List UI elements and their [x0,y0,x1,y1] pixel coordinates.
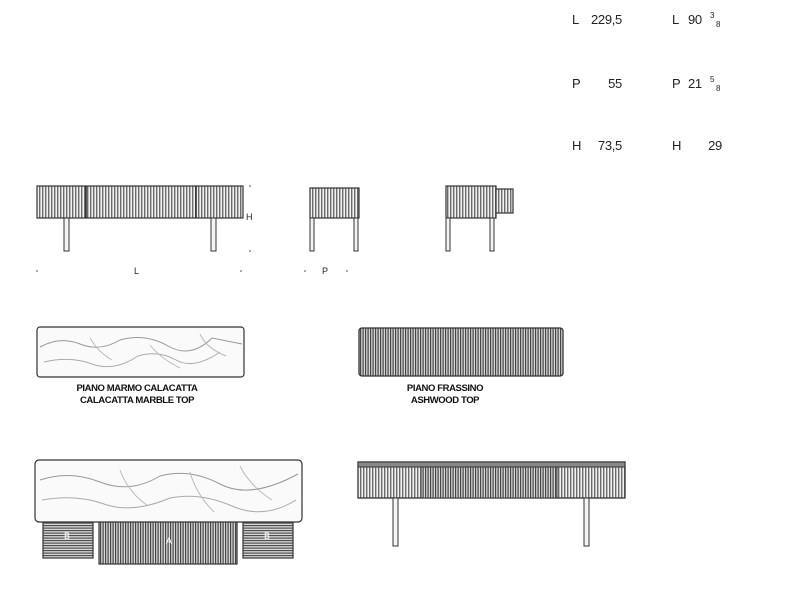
module-b-left-label: B [64,531,71,541]
dim-key: H [672,138,682,153]
ash-top-caption: PIANO FRASSINO ASHWOOD TOP [370,383,520,407]
module-b-right-label: B [264,531,271,541]
side-elevation-drawer-open [445,185,514,252]
dim-length-cm: L 229,5 [572,12,624,28]
dim-length-in: L 90 3 8 [672,11,732,32]
front-elevation [36,185,251,272]
dim-value: 55 [608,76,622,91]
module-a-label: A [166,536,173,546]
dim-height-in: H 29 [672,138,722,154]
dim-value: 90 [688,12,702,27]
cabinet-body [36,185,244,219]
caption-line-2: CALACATTA MARBLE TOP [79,395,195,406]
dim-frac-num: 5 [710,75,715,84]
ash-top [358,327,564,377]
caption-line-1: PIANO FRASSINO [406,383,484,394]
dim-key: H [572,138,582,153]
marble-top-caption: PIANO MARMO CALACATTA CALACATTA MARBLE T… [50,383,224,407]
dim-depth-cm: P 55 [572,76,624,92]
module-a [98,520,238,565]
height-label: H [246,212,253,222]
dim-frac-den: 8 [716,20,721,29]
length-label: L [134,266,140,276]
leg [63,217,70,252]
dim-height-cm: H 73,5 [572,138,624,154]
plan-view [34,459,303,565]
dim-key: L [572,12,579,27]
module-b-left [42,520,94,559]
dim-value: 229,5 [590,12,622,27]
marble-plan-top [34,459,303,523]
dim-depth-in: P 21 5 8 [672,75,732,96]
dim-key: P [572,76,581,91]
caption-line-2: ASHWOOD TOP [410,395,480,406]
dim-value: 21 [688,76,702,91]
marble-top [36,326,245,378]
side-elevation [304,187,360,272]
dim-key: L [672,12,679,27]
dim-value: 73,5 [597,138,622,153]
module-b-right [242,520,294,559]
caption-line-1: PIANO MARMO CALACATTA [76,383,198,394]
dim-frac-num: 3 [710,11,715,20]
dim-key: P [672,76,681,91]
depth-label: P [322,266,329,276]
leg [210,217,217,252]
dim-value: 29 [708,138,722,153]
front-view-ash [357,461,626,547]
dim-frac-den: 8 [716,84,721,93]
